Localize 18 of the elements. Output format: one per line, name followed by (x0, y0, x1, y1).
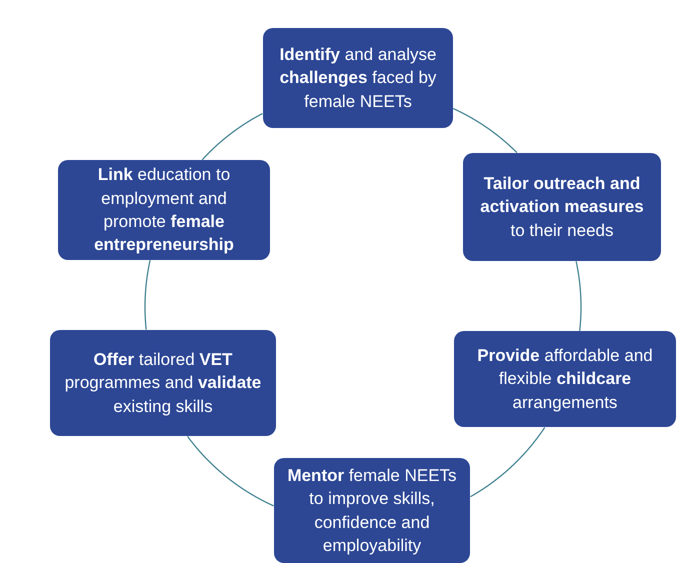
step-box (50, 330, 276, 436)
cycle-connector (576, 261, 582, 332)
cycle-connector (202, 113, 263, 160)
step-box (58, 160, 270, 260)
cycle-connector (144, 260, 151, 330)
step-box (463, 153, 661, 261)
cycle-connector (470, 427, 546, 498)
cycle-connector (452, 108, 518, 154)
step-text: Tailor outreach and activation measures to their needs (479, 172, 645, 242)
step-text: Identify and analyse challenges faced by female NEETs (278, 44, 438, 113)
step-text: Link education to employment and promote female entrepreneurship (93, 164, 235, 256)
step-text: Offer tailored VET programmes and validate existing skills (64, 348, 262, 418)
step-text: Mentor female NEETs to improve skills, confidence and employability (286, 464, 458, 557)
step-box (454, 331, 676, 427)
cycle-connector (187, 436, 274, 506)
step-box (263, 28, 453, 128)
step-text: Provide affordable and flexible childcare arrangements (476, 344, 654, 414)
step-box (274, 458, 470, 563)
